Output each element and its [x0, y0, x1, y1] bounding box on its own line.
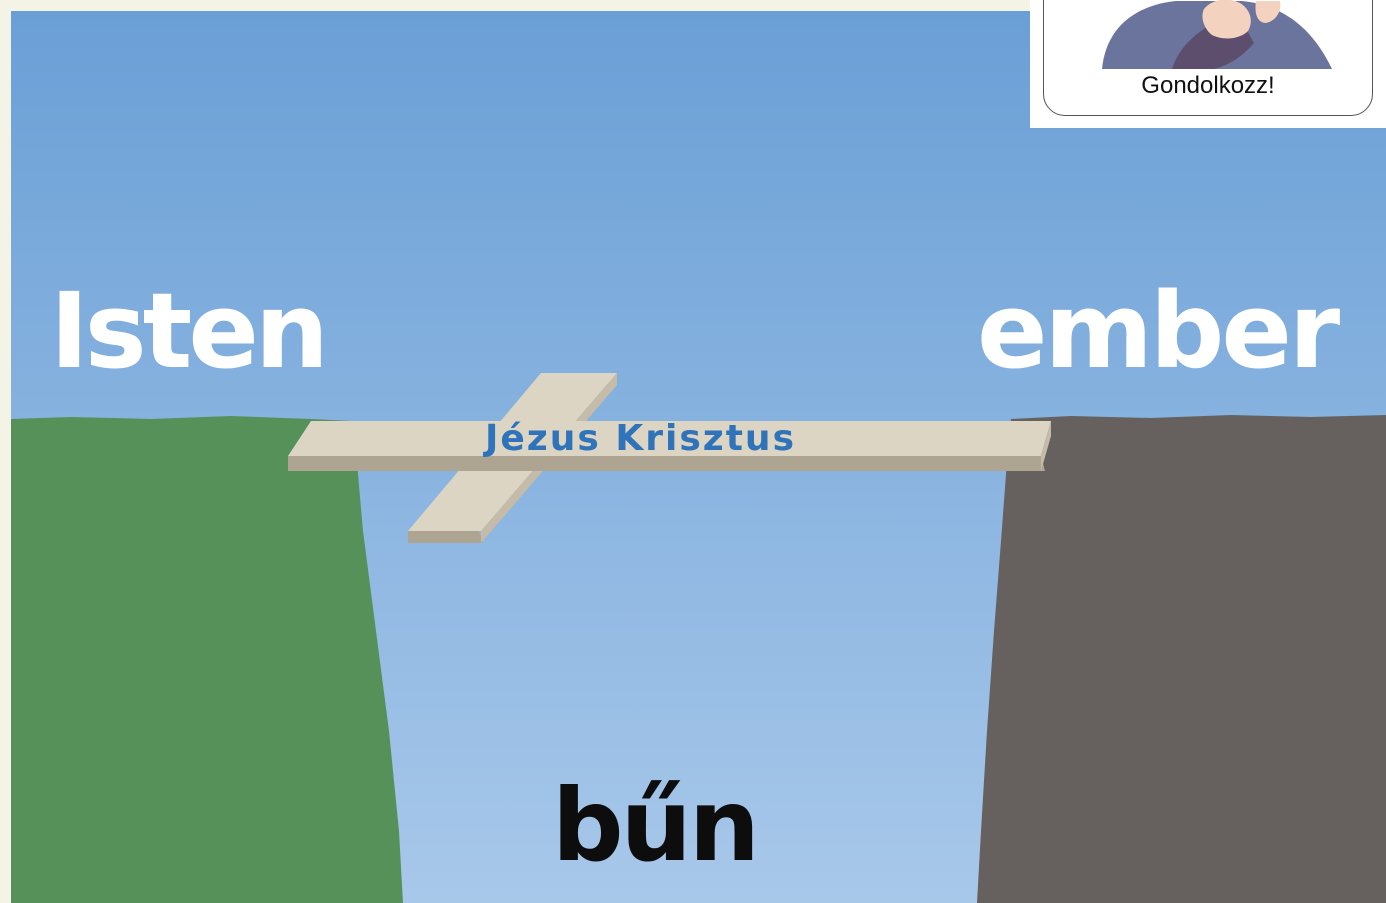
left-cliff	[11, 416, 403, 903]
right-cliff	[977, 415, 1386, 903]
cross-vertical-shadow	[408, 531, 483, 543]
think-callout: Gondolkozz!	[1030, 0, 1386, 128]
thinker-chin	[1255, 1, 1281, 23]
cross-horizontal-top	[288, 421, 1051, 456]
cross-horizontal-edge	[1041, 421, 1051, 471]
thinking-person-icon	[1102, 0, 1332, 69]
man-label: ember	[977, 270, 1340, 392]
think-card: Gondolkozz!	[1043, 0, 1373, 116]
god-label: Isten	[50, 270, 329, 392]
bridge-label: Jézus Krisztus	[485, 418, 796, 459]
cross-horizontal-shadow	[288, 456, 1045, 471]
sin-label: bűn	[552, 767, 760, 884]
cross-bridge	[288, 373, 1051, 543]
bridge-illustration: Isten ember Jézus Krisztus bűn	[11, 11, 1386, 903]
thinker-hand	[1202, 0, 1251, 39]
think-label: Gondolkozz!	[1141, 72, 1275, 99]
bridge-scene	[11, 11, 1386, 903]
